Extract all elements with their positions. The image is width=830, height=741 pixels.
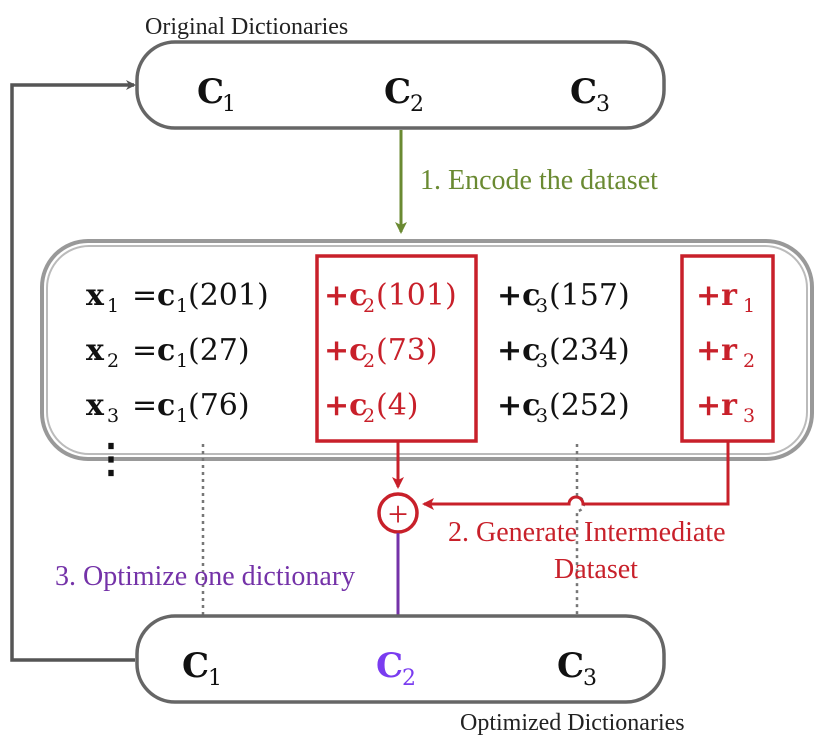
feedback-loop-arrow — [10, 80, 136, 662]
original-dictionaries-label: Original Dictionaries — [145, 14, 348, 40]
original-dictionaries-box — [135, 40, 666, 130]
svg-text:+c: +c — [497, 278, 540, 313]
top-dict-c1: C 1 — [197, 72, 236, 117]
svg-text:2: 2 — [743, 350, 755, 372]
svg-text:(73): (73) — [376, 333, 438, 368]
svg-text:c: c — [157, 333, 175, 368]
residual-to-sum-arrow — [422, 441, 730, 510]
svg-text:2: 2 — [107, 350, 119, 372]
svg-text:+r: +r — [696, 333, 738, 368]
svg-text:1: 1 — [107, 295, 119, 317]
svg-text:3: 3 — [536, 295, 548, 317]
svg-text:=: = — [132, 278, 157, 313]
svg-text:c: c — [157, 278, 175, 313]
svg-text:=: = — [132, 333, 157, 368]
svg-text:3: 3 — [107, 405, 119, 427]
svg-text:x: x — [86, 388, 105, 423]
data-row-2: x 2 = c 1 (27) +c 2 (73) +c 3 (234) +r 2 — [86, 333, 755, 372]
svg-text:+r: +r — [696, 278, 738, 313]
svg-text:2: 2 — [363, 350, 375, 372]
svg-text:3: 3 — [583, 666, 597, 691]
svg-text:C: C — [197, 72, 224, 112]
bottom-dict-c2: C 2 — [376, 646, 416, 691]
svg-text:(234): (234) — [549, 333, 630, 368]
svg-text:3: 3 — [536, 405, 548, 427]
svg-text:(201): (201) — [188, 278, 269, 313]
svg-text:+c: +c — [497, 333, 540, 368]
svg-text:+c: +c — [324, 388, 367, 423]
optimized-dictionaries-label: Optimized Dictionaries — [460, 710, 685, 736]
step3-label: 3. Optimize one dictionary — [55, 561, 355, 592]
svg-text:C: C — [384, 72, 411, 112]
plus-icon: + — [388, 494, 408, 534]
svg-text:(101): (101) — [376, 278, 457, 313]
svg-text:+c: +c — [324, 333, 367, 368]
step2-label-line2: Dataset — [554, 554, 638, 585]
svg-text:+r: +r — [696, 388, 738, 423]
svg-text:+c: +c — [324, 278, 367, 313]
svg-text:1: 1 — [176, 295, 188, 317]
svg-text:1: 1 — [176, 350, 188, 372]
sum-node: + — [377, 492, 419, 534]
svg-text:c: c — [157, 388, 175, 423]
bottom-dict-c1: C 1 — [182, 646, 222, 691]
step1-label: 1. Encode the dataset — [420, 165, 658, 196]
svg-text:(157): (157) — [549, 278, 630, 313]
svg-text:1: 1 — [176, 405, 188, 427]
svg-text:2: 2 — [363, 405, 375, 427]
rows-ellipsis: ⋮ — [91, 435, 131, 482]
svg-text:C: C — [376, 646, 403, 686]
svg-text:3: 3 — [743, 405, 755, 427]
svg-text:2: 2 — [402, 666, 416, 691]
step2-label-line1: 2. Generate Intermediate — [448, 517, 726, 548]
bottom-dict-c3: C 3 — [557, 646, 597, 691]
svg-text:(27): (27) — [188, 333, 250, 368]
svg-text:x: x — [86, 278, 105, 313]
svg-text:(252): (252) — [549, 388, 630, 423]
svg-text:3: 3 — [596, 92, 610, 117]
svg-text:1: 1 — [208, 666, 222, 691]
svg-text:3: 3 — [536, 350, 548, 372]
data-row-3: x 3 = c 1 (76) +c 2 (4) +c 3 (252) +r 3 — [86, 388, 755, 427]
top-dict-c2: C 2 — [384, 72, 424, 117]
svg-text:C: C — [182, 646, 209, 686]
optimized-dictionaries-box — [135, 614, 666, 704]
svg-text:1: 1 — [743, 295, 755, 317]
dataset-box-inner — [46, 245, 808, 455]
svg-text:C: C — [557, 646, 584, 686]
data-row-1: x 1 = c 1 (201) +c 2 (101) +c 3 (157) +r… — [86, 278, 755, 317]
svg-text:=: = — [132, 388, 157, 423]
top-dict-c3: C 3 — [570, 72, 610, 117]
svg-text:2: 2 — [363, 295, 375, 317]
svg-text:1: 1 — [222, 92, 236, 117]
svg-text:x: x — [86, 333, 105, 368]
dataset-box — [40, 239, 814, 461]
svg-text:+c: +c — [497, 388, 540, 423]
svg-text:(76): (76) — [188, 388, 250, 423]
svg-text:2: 2 — [410, 92, 424, 117]
svg-text:(4): (4) — [376, 388, 419, 423]
svg-text:C: C — [570, 72, 597, 112]
